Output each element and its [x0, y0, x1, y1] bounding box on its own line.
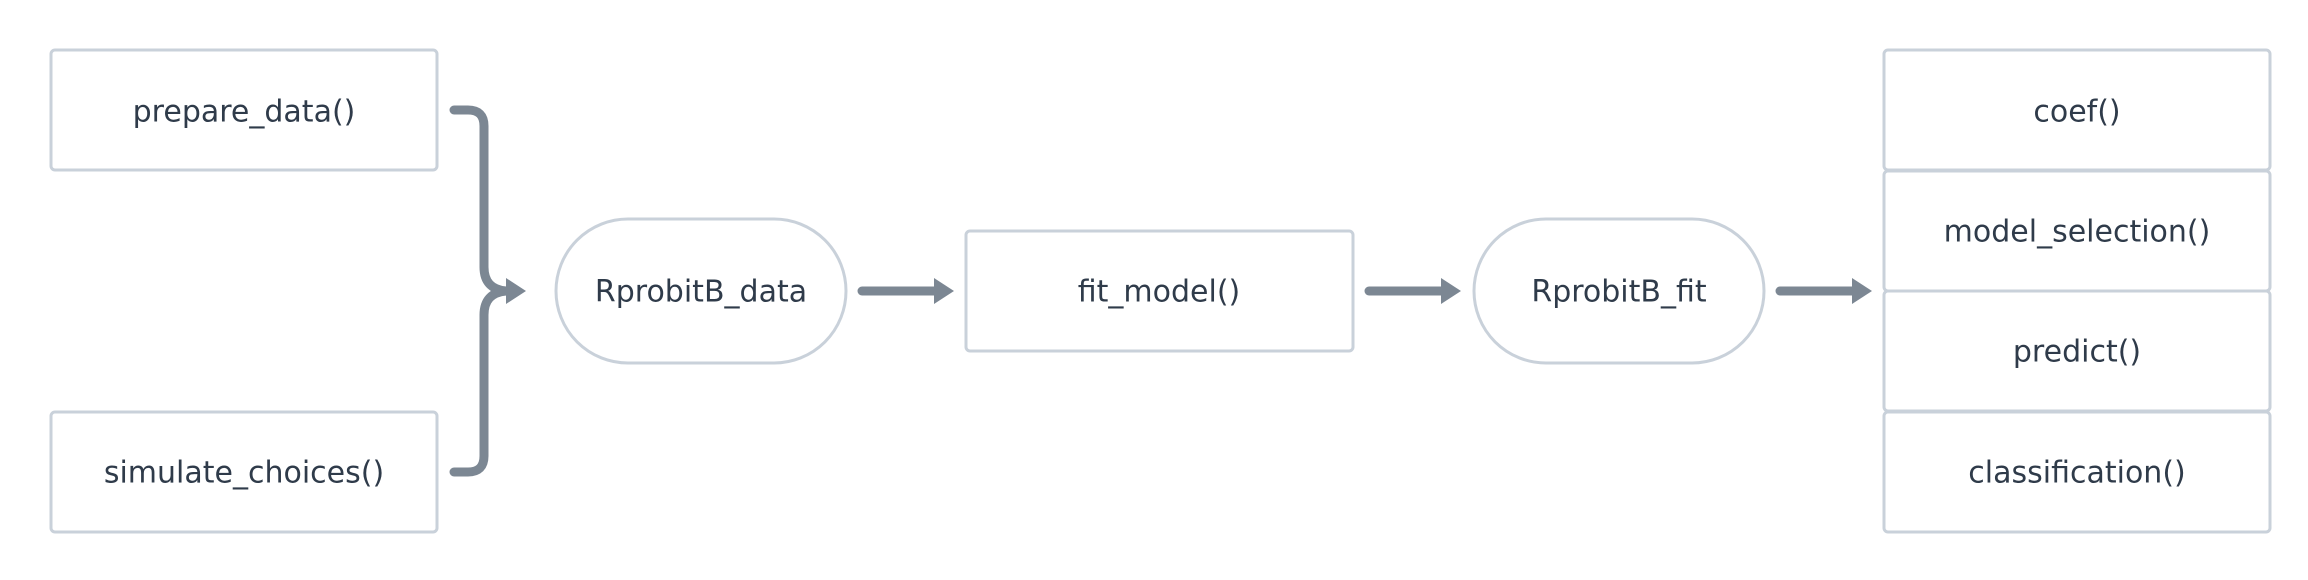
node-simulate-choices-label: simulate_choices()	[104, 456, 384, 491]
node-fit-model-label: fit_model()	[1078, 275, 1240, 310]
node-model-selection: model_selection()	[1882, 169, 2272, 293]
arrowhead-into-fit-model	[934, 278, 954, 304]
node-prepare-data: prepare_data()	[49, 48, 439, 172]
node-predict: predict()	[1882, 289, 2272, 413]
node-rprobitb-data-label: RprobitB_data	[595, 275, 807, 310]
methods-stack: coef() model_selection() predict() class…	[1882, 48, 2272, 534]
arrowhead-into-rprobitb-fit	[1441, 278, 1461, 304]
node-model-selection-label: model_selection()	[1944, 215, 2211, 250]
node-classification: classification()	[1882, 410, 2272, 534]
node-fit-model: fit_model()	[964, 229, 1355, 353]
arrowhead-into-rprobitb-data	[506, 278, 526, 304]
node-coef: coef()	[1882, 48, 2272, 172]
node-simulate-choices: simulate_choices()	[49, 410, 439, 534]
connectors	[449, 105, 1872, 477]
node-rprobitb-fit: RprobitB_fit	[1472, 217, 1766, 365]
node-predict-label: predict()	[2013, 335, 2141, 370]
node-coef-label: coef()	[2033, 95, 2120, 130]
node-rprobitb-data: RprobitB_data	[554, 217, 848, 365]
arrowhead-into-methods	[1852, 278, 1872, 304]
edge-prepare-data-to-rprobitb-data	[449, 105, 515, 296]
node-rprobitb-fit-label: RprobitB_fit	[1531, 275, 1707, 310]
node-classification-label: classification()	[1968, 456, 2185, 491]
edge-simulate-choices-to-rprobitb-data	[449, 286, 515, 477]
node-prepare-data-label: prepare_data()	[133, 95, 356, 130]
